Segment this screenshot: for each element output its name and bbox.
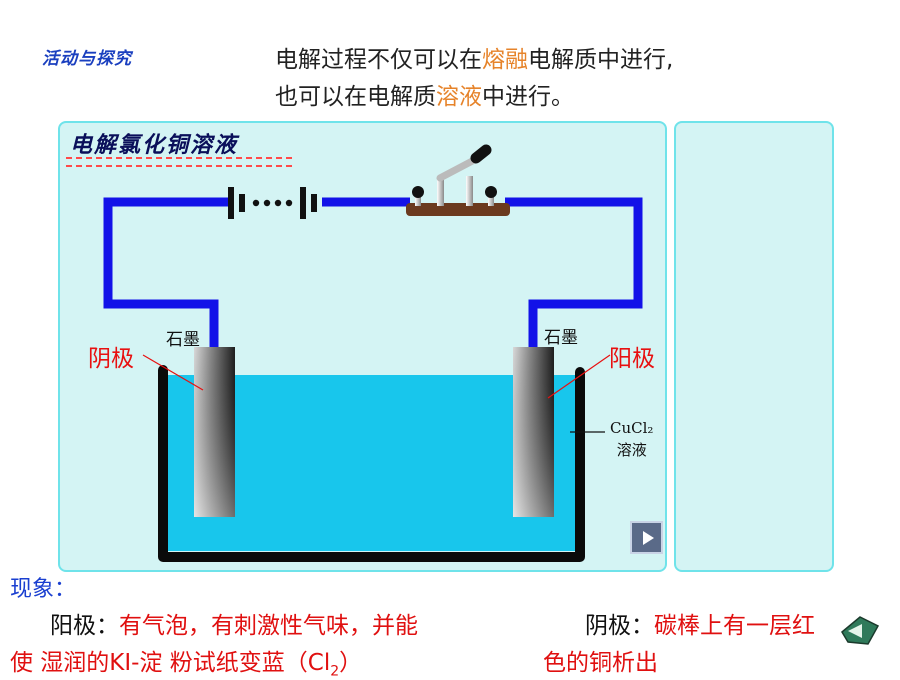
knife-switch-icon (406, 144, 510, 216)
intro-line-2-pre: 也可以在电解质 (275, 84, 436, 110)
play-icon (642, 530, 654, 545)
cathode-observation-text-1: 碳棒上有一层红 (654, 613, 815, 639)
observations-heading: 现象： (10, 577, 77, 602)
demo-title: 电解氯化铜溶液 (70, 133, 239, 158)
play-button[interactable] (630, 521, 663, 554)
battery-icon (228, 187, 317, 219)
anode-label: 阳极 (609, 346, 655, 372)
intro-highlight-solution: 溶液 (436, 84, 482, 110)
intro-highlight-molten: 熔融 (482, 47, 528, 73)
beaker (158, 365, 585, 562)
cathode-electrode (194, 347, 235, 517)
cathode-observation-label: 阴极： (585, 613, 654, 639)
nav-back-icon[interactable] (838, 612, 882, 648)
solution-word: 溶液 (616, 441, 647, 459)
chlorine-subscript: 2 (330, 663, 340, 680)
anode-observation-label: 阳极： (50, 613, 119, 639)
graphite-label-right: 石墨 (544, 328, 578, 348)
intro-line-1-post: 电解质中进行, (528, 47, 674, 73)
intro-line-1: 电解过程不仅可以在熔融电解质中进行, (275, 40, 673, 74)
intro-line-2: 也可以在电解质溶液中进行。 (275, 77, 574, 111)
cathode-observation-line-2: 色的铜析出 (543, 650, 658, 676)
graphite-label-left: 石墨 (166, 330, 200, 350)
anode-observation-line-1: 阳极：有气泡，有刺激性气味，并能 (50, 606, 418, 640)
anode-electrode (513, 347, 554, 517)
side-panel (674, 121, 834, 572)
solution-formula: CuCl₂ (610, 419, 654, 437)
cathode-observation-line-1: 阴极：碳棒上有一层红 (585, 606, 815, 640)
title-underline (66, 157, 292, 167)
cathode-label: 阴极 (88, 346, 134, 372)
intro-line-1-pre: 电解过程不仅可以在 (275, 47, 482, 73)
pointer-lines (142, 354, 611, 433)
anode-observation-text-1: 有气泡，有刺激性气味，并能 (119, 613, 418, 639)
anode-observation-close: ） (339, 650, 363, 676)
anode-observation-line-2: 使 湿润的KI-淀 粉试纸变蓝（Cl2） (10, 643, 362, 680)
anode-observation-text-2: 使 湿润的KI-淀 粉试纸变蓝（Cl (10, 650, 331, 676)
intro-line-2-post: 中进行。 (482, 84, 574, 110)
circuit-wire (103, 197, 643, 350)
activity-label: 活动与探究 (42, 49, 132, 69)
solution-label: CuCl₂ 溶液 (610, 417, 653, 461)
